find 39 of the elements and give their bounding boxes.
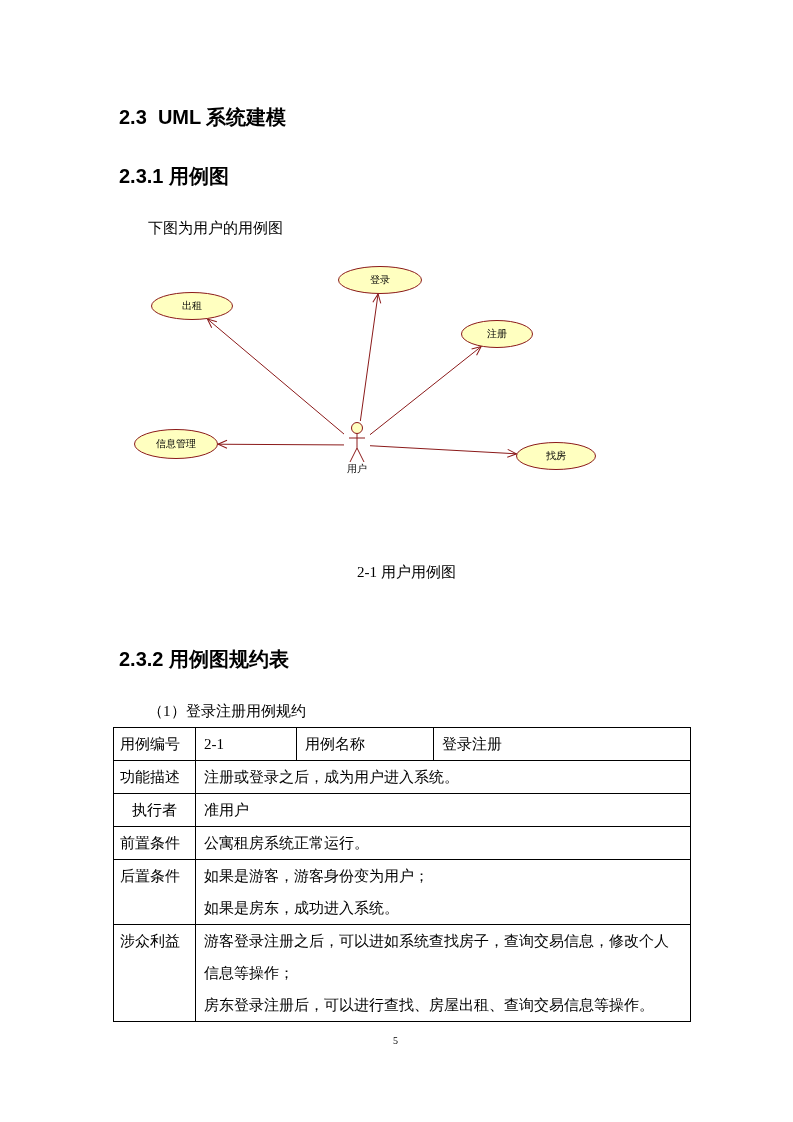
cell-text: 登录注册 bbox=[442, 735, 503, 754]
association-arrow bbox=[369, 346, 482, 436]
use-case-ellipse bbox=[516, 442, 596, 470]
section-heading: 2.3 UML 系统建模 bbox=[119, 105, 287, 130]
cell-text: 注册或登录之后，成为用户进入系统。 bbox=[204, 768, 460, 787]
use-case-ellipse bbox=[338, 266, 422, 294]
page-number: 5 bbox=[393, 1035, 398, 1046]
association-arrow bbox=[369, 445, 517, 458]
cell-text: 公寓租房系统正常运行。 bbox=[204, 834, 370, 853]
row-header: 执行者 bbox=[131, 801, 178, 820]
use-case-ellipse bbox=[151, 292, 233, 320]
cell-text: 游客登录注册之后，可以进如系统查找房子，查询交易信息，修改个人信息等操作； bbox=[204, 932, 670, 983]
use-case-label: 注册 bbox=[486, 327, 508, 341]
use-case-label: 出租 bbox=[181, 299, 203, 313]
association-arrow bbox=[217, 439, 345, 449]
figure-caption: 2-1 用户用例图 bbox=[357, 563, 456, 582]
use-case-label: 找房 bbox=[545, 449, 567, 463]
row-header: 用例编号 bbox=[120, 735, 181, 754]
subsection-heading: 2.3.2 用例图规约表 bbox=[119, 647, 290, 672]
row-header: 后置条件 bbox=[120, 867, 181, 886]
subsection-heading: 2.3.1 用例图 bbox=[119, 164, 230, 189]
row-header: 用例名称 bbox=[305, 735, 366, 754]
use-case-ellipse bbox=[461, 320, 533, 348]
cell-text: 2-1 bbox=[204, 735, 225, 754]
cell-text: 准用户 bbox=[204, 801, 250, 820]
cell-text: 如果是游客，游客身份变为用户； bbox=[204, 867, 430, 886]
cell-text: 房东登录注册后，可以进行查找、房屋出租、查询交易信息等操作。 bbox=[204, 996, 655, 1015]
intro-text: 下图为用户的用例图 bbox=[148, 219, 283, 238]
cell-text: 如果是房东，成功进入系统。 bbox=[204, 899, 400, 918]
actor-label: 用户 bbox=[346, 462, 368, 476]
row-header: 功能描述 bbox=[120, 768, 181, 787]
use-case-label: 信息管理 bbox=[155, 437, 197, 451]
use-case-ellipse bbox=[134, 429, 218, 459]
association-arrow bbox=[206, 318, 345, 435]
table-caption: （1）登录注册用例规约 bbox=[148, 702, 306, 721]
row-header: 前置条件 bbox=[120, 834, 181, 853]
use-case-label: 登录 bbox=[369, 273, 391, 287]
row-header: 涉众利益 bbox=[120, 932, 181, 951]
association-arrow bbox=[359, 293, 382, 422]
